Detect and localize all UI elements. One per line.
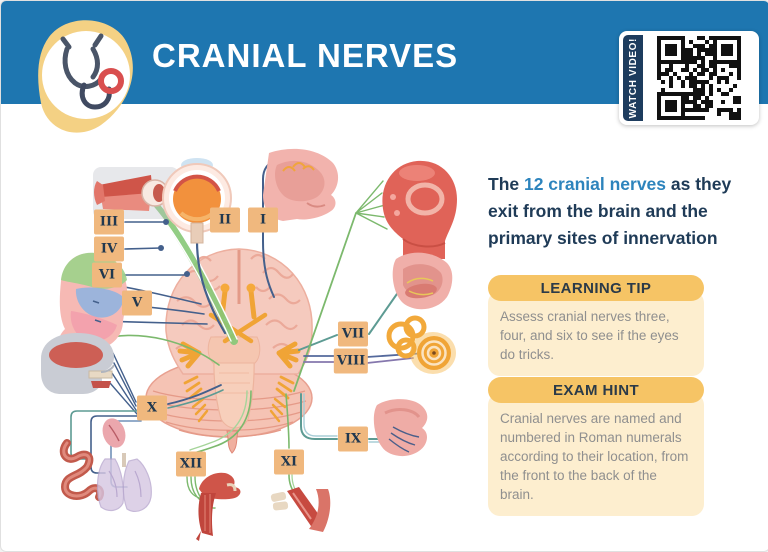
nerve-label-viii: VIII [333,348,369,374]
intro-pre: The [488,174,524,194]
learning-tip-box: LEARNING TIP Assess cranial nerves three… [488,275,704,376]
nerve-label-x: X [137,395,167,421]
facial-muscles-illustration [382,160,457,259]
qr-code-icon [643,35,755,121]
eye-muscles-illustration [93,167,179,219]
nose-illustration [263,148,339,221]
nerve-label-i: I [248,207,278,233]
nerve-line-optic [195,239,227,335]
throat-illustration [373,399,428,457]
watch-video-label: WATCH VIDEO! [627,37,639,119]
intro-post: as they exit from the brain and the prim… [488,174,732,248]
exam-hint-body: Cranial nerves are named and numbered in… [488,393,704,516]
nerve-label-vii: VII [338,321,368,347]
tongue-muscle-illustration [196,472,241,541]
nerve-label-iv: IV [94,236,124,262]
qr-card[interactable]: WATCH VIDEO! [619,31,759,125]
viscera-illustration [59,418,152,512]
cranial-nerves-diagram [41,148,457,541]
exam-hint-box: EXAM HINT Cranial nerves are named and n… [488,377,704,516]
brain-illustration [145,248,313,454]
nerve-label-ii: II [210,207,240,233]
brand-logo [29,9,144,144]
tongue-taste-illustration [392,252,453,310]
nerve-label-vi: VI [92,262,122,288]
nerve-bundle-eye-muscles [147,195,238,345]
nerve-label-v: V [122,290,152,316]
intro-text: The 12 cranial nerves as they exit from … [488,171,746,252]
nerve-label-ix: IX [338,426,368,452]
neck-muscles-illustration [270,487,331,532]
nerve-label-iii: III [94,209,124,235]
nerve-label-xi: XI [274,449,304,475]
learning-tip-title: LEARNING TIP [488,275,704,301]
intro-highlight: 12 cranial nerves [523,174,667,194]
watch-video-ribbon: WATCH VIDEO! [623,35,643,121]
page-title: CRANIAL NERVES [152,37,459,74]
skull-mouth-illustration [41,333,115,394]
learning-tip-body: Assess cranial nerves three, four, and s… [488,291,704,376]
exam-hint-title: EXAM HINT [488,377,704,403]
stethoscope-icon [38,20,133,133]
nerve-label-xii: XII [176,451,206,477]
inner-ear-illustration [386,315,456,374]
